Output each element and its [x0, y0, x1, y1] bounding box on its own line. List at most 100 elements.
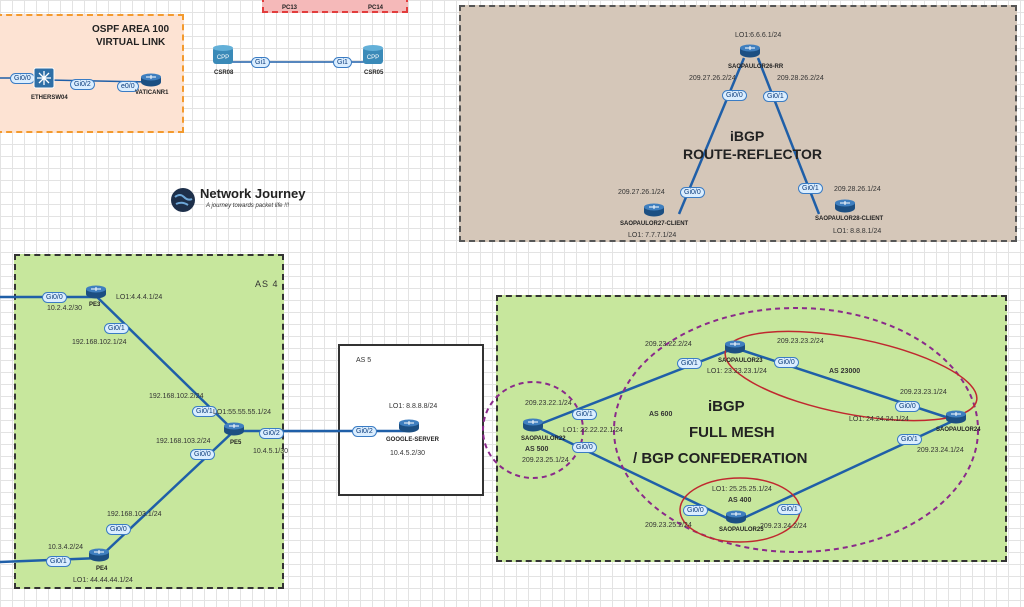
router-icon[interactable]: [522, 418, 544, 437]
ospf-port-gi00[interactable]: Gi0/0: [10, 73, 35, 84]
router-icon[interactable]: [140, 73, 162, 92]
pe4-port-gi01[interactable]: Gi0/1: [46, 556, 71, 567]
pe4-loopback: LO1: 44.44.44.1/24: [73, 577, 133, 584]
client28-loopback: LO1: 8.8.8.1/24: [833, 228, 882, 235]
pc13-name: PC13: [282, 5, 298, 11]
switch-name: ETHERSW04: [31, 95, 68, 101]
r25-port-gi00[interactable]: Gi0/0: [683, 505, 708, 516]
r25-ip2: 209.23.24.2/24: [760, 523, 807, 530]
pe4-ip-b: 10.3.4.2/24: [48, 544, 84, 551]
pe4-port-gi00[interactable]: Gi0/0: [106, 524, 131, 535]
router-icon[interactable]: [725, 510, 747, 529]
r23-ip2: 209.23.23.2/24: [777, 338, 824, 345]
client28-port[interactable]: Gi0/1: [798, 183, 823, 194]
pe5-loopback: LO1:55.55.55.1/24: [213, 409, 271, 416]
mesh-title-2: FULL MESH: [689, 424, 775, 441]
rr-port-gi00[interactable]: Gi0/0: [722, 90, 747, 101]
router-icon[interactable]: [724, 340, 746, 359]
ospf-port-gi02[interactable]: Gi0/2: [70, 79, 95, 90]
pe3-port-gi01[interactable]: Gi0/1: [104, 323, 129, 334]
pe5-ip-c: 10.4.5.1/30: [253, 448, 289, 455]
csr05-port[interactable]: Gi1: [333, 57, 352, 68]
mesh-title-3: / BGP CONFEDERATION: [633, 450, 808, 467]
pe5-ip-b: 192.168.103.2/24: [156, 438, 211, 445]
as500-label: AS 500: [525, 446, 549, 453]
rr-title-1: iBGP: [730, 128, 765, 144]
r25-loopback: LO1: 25.25.25.1/24: [712, 486, 772, 493]
rr-router-name: SAOPAULOR26-RR: [728, 64, 784, 70]
pe3-link-ip: 192.168.102.1/24: [72, 339, 127, 346]
pe5-port-gi01[interactable]: Gi0/1: [192, 406, 217, 417]
r23-loopback: LO1: 23.23.23.1/24: [707, 368, 767, 375]
router-icon[interactable]: [643, 203, 665, 222]
ospf-title-2: VIRTUAL LINK: [96, 37, 166, 48]
pe5-port-gi02[interactable]: Gi0/2: [259, 428, 284, 439]
google-server-name: GOOGLE-SERVER: [386, 437, 439, 443]
switch-icon[interactable]: [33, 67, 55, 94]
rr-loopback: LO1:6.6.6.1/24: [735, 32, 782, 39]
rr-ip-left: 209.27.26.2/24: [689, 75, 736, 82]
pe5-name: PE5: [230, 440, 242, 446]
logo-subtitle: A journey towards packet life !!!: [206, 203, 290, 209]
pe4-ip-a: 192.168.103.1/24: [107, 511, 162, 518]
router-icon[interactable]: [85, 285, 107, 304]
as4-title: AS 4: [255, 279, 279, 289]
r24-loopback: LO1: 24.24.24.1/24: [849, 416, 909, 423]
client28-name: SAOPAULOR28-CLIENT: [815, 216, 884, 222]
csr-router-icon[interactable]: CPP: [362, 44, 384, 71]
svg-text:CPP: CPP: [367, 55, 379, 61]
router-icon[interactable]: [223, 422, 245, 441]
client27-ip: 209.27.26.1/24: [618, 189, 665, 196]
pe5-port-gi00[interactable]: Gi0/0: [190, 449, 215, 460]
router-icon[interactable]: [739, 44, 761, 63]
svg-text:CPP: CPP: [217, 55, 229, 61]
as400-label: AS 400: [728, 497, 752, 504]
rr-port-gi01[interactable]: Gi0/1: [763, 91, 788, 102]
rr-area-box: [459, 5, 1017, 242]
r25-port-gi01[interactable]: Gi0/1: [777, 504, 802, 515]
r22-ip1: 209.23.22.1/24: [525, 400, 572, 407]
r22-loopback: LO1: 22.22.22.1/24: [563, 427, 623, 434]
pe3-loopback: LO1:4.4.4.1/24: [116, 294, 163, 301]
logo-title: Network Journey: [200, 186, 306, 201]
as5-title: AS 5: [356, 357, 372, 364]
rr-ip-right: 209.28.26.2/24: [777, 75, 824, 82]
router-icon[interactable]: [398, 419, 420, 438]
client27-port[interactable]: Gi0/0: [680, 187, 705, 198]
ospf-title-1: OSPF AREA 100: [92, 24, 170, 35]
router-icon[interactable]: [88, 548, 110, 567]
r24-port-gi01[interactable]: Gi0/1: [897, 434, 922, 445]
pc14-name: PC14: [368, 5, 384, 11]
router-name-vaticanr1: VATICANR1: [135, 90, 169, 96]
ospf-port-e00[interactable]: e0/0: [117, 81, 139, 92]
router-icon[interactable]: [945, 410, 967, 429]
r24-port-gi00[interactable]: Gi0/0: [895, 401, 920, 412]
r22-port-gi00[interactable]: Gi0/0: [572, 442, 597, 453]
r23-port-gi00[interactable]: Gi0/0: [774, 357, 799, 368]
top-pc-box: [262, 0, 408, 13]
r23-name: SAOPAULOR23: [718, 358, 763, 364]
google-port-gi02[interactable]: Gi0/2: [352, 426, 377, 437]
r22-ip2: 209.23.25.1/24: [522, 457, 569, 464]
rr-title-2: ROUTE-REFLECTOR: [683, 146, 822, 162]
r22-name: SAOPAULOR22: [521, 436, 566, 442]
client27-name: SAOPAULOR27-CLIENT: [620, 221, 689, 227]
r24-ip2: 209.23.24.1/24: [917, 447, 964, 454]
r22-port-gi01[interactable]: Gi0/1: [572, 409, 597, 420]
globe-logo-icon: [170, 187, 196, 218]
r23-ip1: 209.23.22.2/24: [645, 341, 692, 348]
r25-ip1: 209.23.25.2/24: [645, 522, 692, 529]
as600-label: AS 600: [649, 411, 673, 418]
mesh-title-1: iBGP: [708, 398, 745, 415]
as4-box: [14, 254, 284, 589]
r24-ip1: 209.23.23.1/24: [900, 389, 947, 396]
router-icon[interactable]: [834, 199, 856, 218]
csr08-port[interactable]: Gi1: [251, 57, 270, 68]
google-ip: 10.4.5.2/30: [390, 450, 426, 457]
pe3-ip: 10.2.4.2/30: [47, 305, 83, 312]
pe3-port-gi00[interactable]: Gi0/0: [42, 292, 67, 303]
csr08-name: CSR08: [214, 70, 234, 76]
csr-router-icon[interactable]: CPP: [212, 44, 234, 71]
csr05-name: CSR05: [364, 70, 384, 76]
r23-port-gi01[interactable]: Gi0/1: [677, 358, 702, 369]
